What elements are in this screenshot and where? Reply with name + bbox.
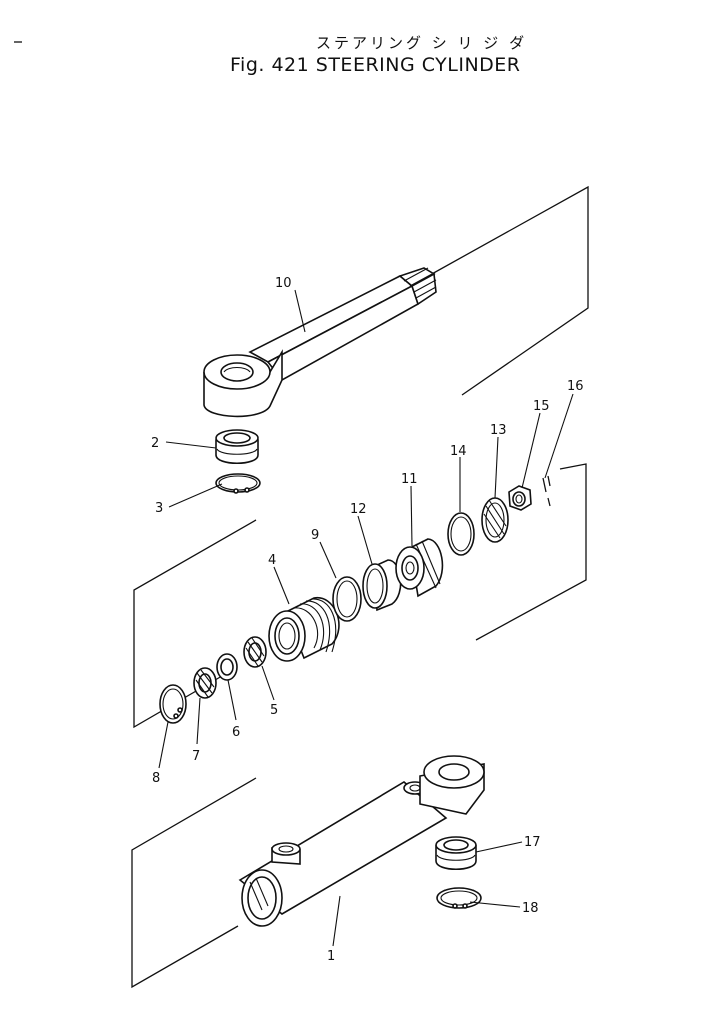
backup-ring-part-13[interactable] [481,497,509,543]
cylinder-head-part-4[interactable] [268,597,340,662]
ring-part-6[interactable] [216,653,238,681]
cylinder-tube-part-1[interactable] [238,755,485,927]
bushing-part-17[interactable] [435,836,477,871]
leader-line-2 [165,441,217,449]
title-english: Fig. 421 STEERING CYLINDER [230,54,521,76]
leader-line-7 [196,697,201,745]
leader-line-9 [319,541,337,579]
leader-line-1 [332,895,341,947]
leader-line-15 [521,412,541,489]
leader-line-6 [227,679,237,721]
part-label-3: 3 [155,501,163,516]
leader-line-11 [410,485,413,547]
piston-group-boundary-right [475,463,587,641]
tube-group-boundary [131,777,257,989]
leader-line-8 [158,721,169,769]
leader-line-12 [357,515,373,565]
part-label-6: 6 [232,725,240,740]
title-japanese: ステアリング シ リ ジ ダ [316,34,528,52]
bushing-part-2[interactable] [215,429,259,465]
part-label-7: 7 [192,749,200,764]
part-label-8: 8 [152,771,160,786]
part-label-1: 1 [327,949,335,964]
part-label-14: 14 [450,444,467,459]
snap-ring-part-18[interactable] [436,887,482,909]
piston-part-11[interactable] [395,538,444,598]
leader-line-16 [544,393,574,479]
o-ring-part-9[interactable] [332,576,362,622]
piston-group-boundary-left [133,519,257,729]
part-label-4: 4 [268,553,276,568]
piston-rod-part-10[interactable] [203,267,437,418]
part-label-11: 11 [401,472,418,487]
leader-line-10 [294,289,306,333]
part-label-2: 2 [151,436,159,451]
part-label-15: 15 [533,399,550,414]
wear-ring-part-12[interactable] [362,559,402,612]
part-label-18: 18 [522,901,539,916]
leader-line-17 [475,841,523,853]
nut-part-15[interactable] [508,485,532,511]
rod-group-boundary [429,185,589,396]
o-ring-part-14[interactable] [447,512,475,556]
leader-line-5 [261,665,275,701]
snap-ring-part-8[interactable] [159,684,187,724]
part-label-13: 13 [490,423,507,438]
leader-line-18 [469,901,521,908]
part-label-12: 12 [350,502,367,517]
pin-part-16[interactable] [542,475,551,507]
part-label-9: 9 [311,528,319,543]
part-label-5: 5 [270,703,278,718]
leader-line-13 [494,436,499,499]
leader-line-3 [168,483,223,508]
seal-part-5[interactable] [243,636,267,668]
part-label-17: 17 [524,835,541,850]
part-label-16: 16 [567,379,584,394]
packing-part-7[interactable] [193,667,217,699]
snap-ring-part-3[interactable] [215,473,261,494]
leader-line-4 [273,566,290,605]
part-label-10: 10 [275,276,292,291]
